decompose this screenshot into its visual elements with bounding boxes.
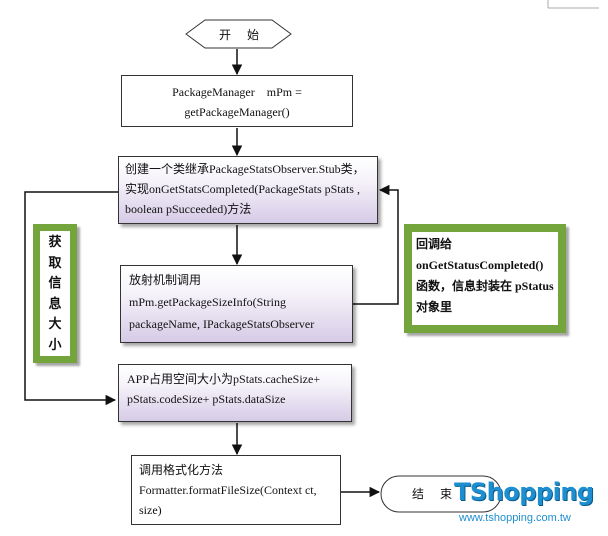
get-size-note-panel (40, 231, 70, 356)
step-get-package-manager: PackageManager mPm = getPackageManager() (121, 75, 353, 127)
callback-note-panel (412, 232, 558, 325)
end-terminal (380, 475, 502, 513)
step-line: getPackageManager() (184, 105, 290, 119)
step-line: 实现onGetStatsCompleted(PackageStats pStat… (125, 182, 360, 196)
step-line: packageName, IPackageStatsObserver (129, 317, 315, 331)
get-size-note-text: 获 取 信 息 大 小 (33, 232, 77, 355)
step-line: 创建一个类继承PackageStatsObserver.Stub类， (125, 162, 365, 176)
step-line: mPm.getPackageSizeInfo(String (129, 295, 286, 309)
arrow-callback-loop (353, 184, 399, 305)
note-line: 函数，信息封装在 pStatus (416, 279, 554, 293)
step-reflect-call: 放射机制调用 mPm.getPackageSizeInfo(String pac… (120, 265, 353, 343)
note-char: 息 (48, 295, 62, 311)
note-line: onGetStatusCompleted() (416, 258, 544, 272)
step-format-file-size: 调用格式化方法 Formatter.formatFileSize(Context… (131, 455, 341, 525)
step-line: boolean pSucceeded)方法 (125, 202, 252, 216)
get-size-note: 获 取 信 息 大 小 (33, 224, 77, 363)
step-line: APP占用空间大小为pStats.cacheSize+ (127, 372, 321, 386)
note-line: 回调给 (416, 237, 453, 251)
start-terminal (185, 19, 292, 49)
note-char: 取 (48, 254, 62, 270)
start-label: 开 始 (219, 28, 262, 42)
step-line: 调用格式化方法 (139, 463, 224, 477)
step-line: PackageManager mPm = (172, 85, 302, 99)
step-line: Formatter.formatFileSize(Context ct, (139, 483, 317, 497)
arrow-left-loop (24, 191, 118, 406)
watermark-url: www.tshopping.com.tw (459, 512, 571, 524)
end-label: 结 束 (412, 487, 455, 501)
step-create-observer-class: 创建一个类继承PackageStatsObserver.Stub类， 实现onG… (118, 156, 378, 224)
step-app-size: APP占用空间大小为pStats.cacheSize+ pStats.codeS… (118, 364, 352, 422)
step-line: 放射机制调用 (129, 273, 202, 287)
step-line: pStats.codeSize+ pStats.dataSize (127, 392, 286, 406)
note-line: 对象里 (416, 300, 453, 314)
note-char: 小 (48, 336, 62, 352)
step-line: size) (139, 503, 162, 517)
watermark-logo: TShopping (454, 478, 594, 506)
callback-note-text: 回调给 onGetStatusCompleted() 函数，信息封装在 pSta… (416, 234, 554, 318)
note-char: 获 (48, 234, 62, 249)
note-char: 信 (48, 275, 62, 290)
callback-note: 回调给 onGetStatusCompleted() 函数，信息封装在 pSta… (404, 224, 566, 333)
note-char: 大 (48, 316, 62, 331)
